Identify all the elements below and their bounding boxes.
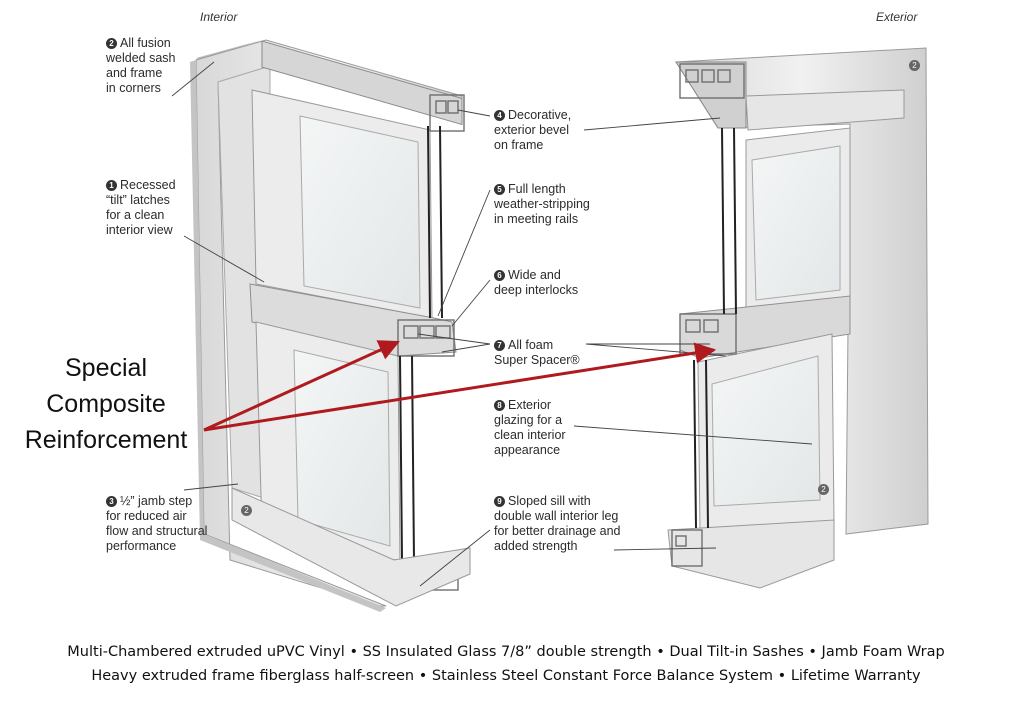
number-badge: 5 — [494, 184, 505, 195]
footer-line-1: Multi-Chambered extruded uPVC Vinyl • SS… — [0, 640, 1012, 664]
exterior-heading: Exterior — [876, 10, 917, 24]
number-badge: 4 — [494, 110, 505, 121]
interior-window — [190, 40, 470, 612]
callout-line: Reinforcement — [8, 422, 204, 458]
interior-heading: Interior — [200, 10, 237, 24]
frame-badge: 2 — [241, 505, 252, 516]
number-badge: 9 — [494, 496, 505, 507]
footer-line-2: Heavy extruded frame fiberglass half-scr… — [0, 664, 1012, 688]
exterior-window — [668, 48, 928, 588]
frame-badge: 2 — [818, 484, 829, 495]
number-badge: 3 — [106, 496, 117, 507]
number-badge: 2 — [106, 38, 117, 49]
callout-line: Composite — [8, 386, 204, 422]
number-badge: 7 — [494, 340, 505, 351]
number-badge: 6 — [494, 270, 505, 281]
feature-summary-footer: Multi-Chambered extruded uPVC Vinyl • SS… — [0, 640, 1012, 688]
callout-line: Special — [8, 350, 204, 386]
number-badge: 1 — [106, 180, 117, 191]
frame-badge: 2 — [909, 60, 920, 71]
composite-reinforcement-callout: Special Composite Reinforcement — [8, 350, 204, 458]
number-badge: 8 — [494, 400, 505, 411]
